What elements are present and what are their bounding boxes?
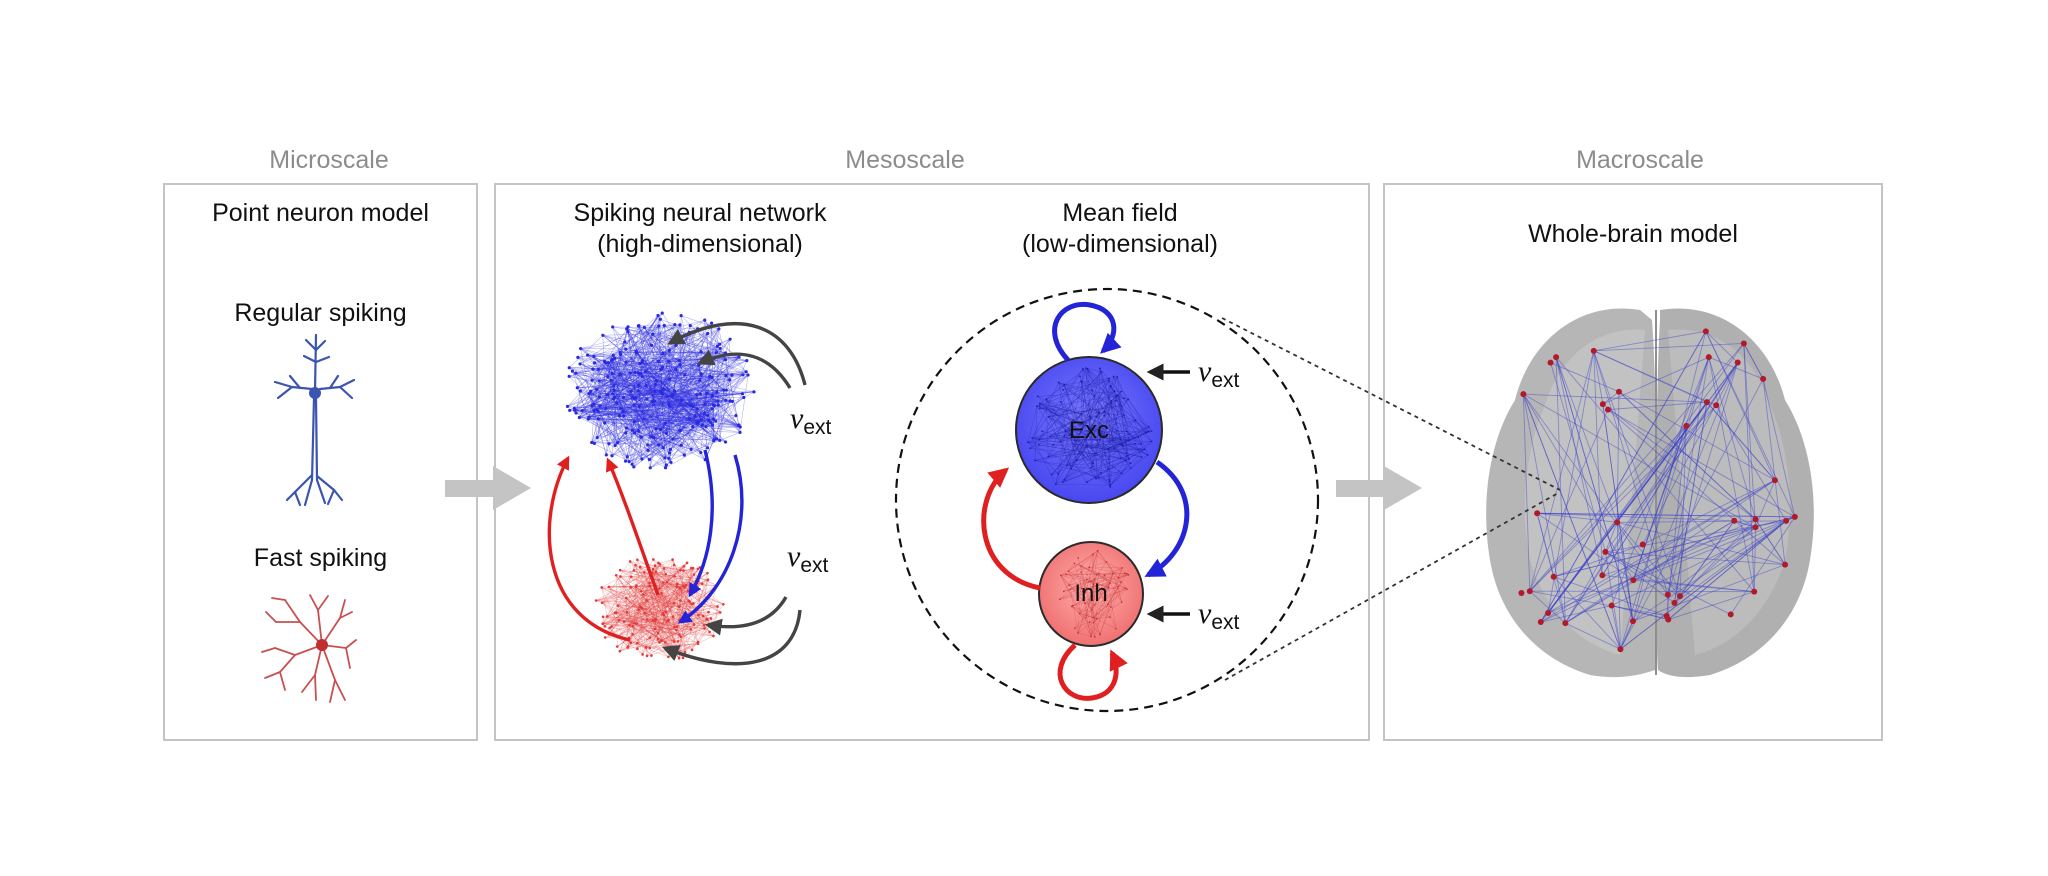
exc-self-loop-arrow <box>1052 301 1122 362</box>
mf-vext-label-exc: vext <box>1198 355 1240 392</box>
interneuron-soma-icon <box>316 639 328 651</box>
snn-exc-to-inh-arrow-2 <box>677 454 744 624</box>
inh-to-exc-arrow <box>981 467 1041 591</box>
pyramidal-soma-icon <box>309 387 321 399</box>
pyramidal-neuron-icon <box>273 333 356 507</box>
scale-arrow-2 <box>1336 466 1422 510</box>
snn-external-input-inh-arrow-1 <box>661 609 802 666</box>
regular-spiking-label: Regular spiking <box>234 299 407 327</box>
mf-vext-label-inh: vext <box>1198 597 1240 634</box>
inh-population-texture <box>1058 549 1130 638</box>
snn-excitatory-cluster <box>565 311 756 470</box>
microscale-panel <box>163 183 478 741</box>
fast-spiking-label: Fast spiking <box>253 544 388 572</box>
zoom-line-bottom <box>1224 491 1561 681</box>
macroscale-panel <box>1383 183 1883 741</box>
snn-title: Spiking neural network (high-dimensional… <box>520 198 880 260</box>
inh-population-node <box>1038 541 1144 647</box>
point-neuron-title: Point neuron model <box>212 199 429 227</box>
snn-external-input-inh-arrow-2 <box>704 596 788 636</box>
snn-inh-to-exc-arrow-1 <box>605 457 660 596</box>
snn-exc-to-inh-arrow-1 <box>688 449 714 598</box>
snn-external-input-exc-arrow-1 <box>667 321 807 386</box>
mesoscale-panel <box>494 183 1370 741</box>
mean-field-boundary <box>894 287 1320 713</box>
inh-label: Inh <box>1074 580 1108 607</box>
snn-title-line1: Spiking neural network <box>573 199 827 227</box>
mean-field-title-line2: (low-dimensional) <box>1022 230 1218 258</box>
exc-label: Exc <box>1068 417 1109 444</box>
inh-self-loop-arrow <box>1057 643 1128 701</box>
scale-arrow-1 <box>445 466 531 510</box>
exc-to-inh-arrow <box>1144 459 1190 578</box>
snn-inhibitory-cluster <box>594 558 725 660</box>
snn-vext-label-exc: vext <box>790 402 832 439</box>
mean-field-title: Mean field (low-dimensional) <box>940 198 1300 260</box>
mean-field-title-line1: Mean field <box>1062 199 1178 227</box>
exc-population-texture <box>1027 367 1153 488</box>
brain-connectome <box>1518 328 1798 653</box>
zoom-line-top <box>1221 317 1561 491</box>
macroscale-label: Macroscale <box>1576 146 1704 174</box>
snn-vext-label-inh: vext <box>787 540 829 577</box>
brain-icon <box>1486 308 1814 678</box>
whole-brain-title: Whole-brain model <box>1528 220 1738 248</box>
interneuron-icon <box>261 594 357 703</box>
snn-external-input-exc-arrow-2 <box>696 349 792 389</box>
snn-inh-to-exc-arrow-2 <box>547 455 631 642</box>
exc-population-node <box>1015 356 1163 504</box>
snn-title-line2: (high-dimensional) <box>597 230 803 258</box>
microscale-label: Microscale <box>269 146 389 174</box>
mesoscale-label: Mesoscale <box>845 146 965 174</box>
